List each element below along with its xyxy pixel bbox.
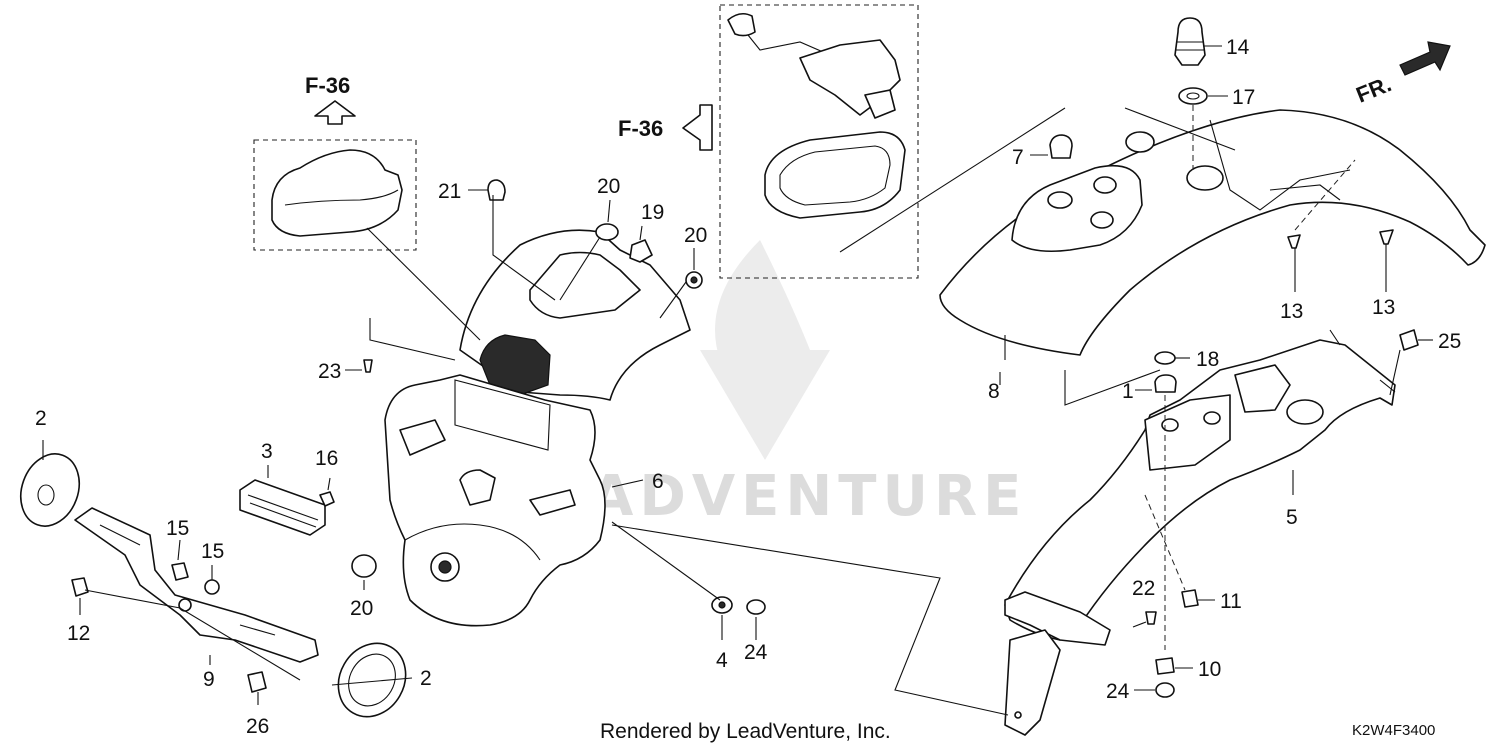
callout-ticks [42, 45, 1433, 705]
callout-4: 4 [716, 649, 728, 672]
callout-16: 16 [315, 447, 338, 470]
callout-21: 21 [438, 180, 461, 203]
callout-24-left: 24 [744, 641, 768, 664]
seat-reference-box [253, 139, 417, 251]
right-round-reflector [337, 642, 407, 718]
callout-11: 11 [1220, 590, 1242, 613]
callout-12: 12 [67, 622, 90, 645]
rear-fender-group [939, 109, 1486, 360]
callout-5: 5 [1286, 506, 1298, 529]
callout-15-right: 15 [201, 540, 224, 563]
front-direction-label: FR. [1353, 71, 1395, 107]
tool-tray [764, 131, 906, 219]
rear-fender [939, 109, 1486, 356]
callout-23: 23 [318, 360, 341, 383]
reflector-bracket-group [74, 507, 319, 663]
left-round-reflector [20, 453, 80, 527]
callout-2-left: 2 [35, 407, 47, 430]
license-holder-group [384, 229, 691, 627]
callout-22: 22 [1132, 577, 1155, 600]
diagram-code: K2W4F3400 [1352, 722, 1435, 739]
callout-20-bottom: 20 [350, 597, 373, 620]
rear-frame [1004, 339, 1396, 641]
callout-18: 18 [1196, 348, 1219, 371]
up-arrow-icon [314, 100, 356, 125]
callout-7: 7 [1012, 146, 1024, 169]
callout-26: 26 [246, 715, 269, 738]
reflector-bracket [74, 507, 319, 663]
callout-13-left: 13 [1280, 300, 1303, 323]
callout-19: 19 [641, 201, 664, 224]
callout-2-right: 2 [420, 667, 432, 690]
callout-3: 3 [261, 440, 273, 463]
round-reflectors [20, 453, 407, 718]
callout-numbers: 1 2 2 3 4 5 6 7 8 9 10 11 12 13 13 14 15… [35, 36, 1461, 738]
watermark-logo: ADVENTURE [590, 240, 1027, 529]
leader-lines [84, 105, 1401, 716]
callout-24-right: 24 [1106, 680, 1130, 703]
fasteners [71, 17, 1419, 698]
callout-9: 9 [203, 668, 215, 691]
front-direction-indicator: FR. [1353, 41, 1451, 108]
front-arrow-icon [1399, 41, 1451, 76]
footer-credit: Rendered by LeadVenture, Inc. [600, 720, 891, 743]
callout-6: 6 [652, 470, 664, 493]
tray-reference-group: F-36 [618, 4, 919, 279]
callout-8: 8 [988, 380, 1000, 403]
callout-15-left: 15 [166, 517, 189, 540]
ref-label-top: F-36 [305, 73, 350, 98]
callout-10: 10 [1198, 658, 1221, 681]
callout-25: 25 [1438, 330, 1461, 353]
callout-13-right: 13 [1372, 296, 1395, 319]
ref-label-side: F-36 [618, 116, 663, 141]
callout-14: 14 [1226, 36, 1250, 59]
callout-20-top: 20 [597, 175, 620, 198]
watermark-text: ADVENTURE [590, 464, 1027, 529]
left-arrow-icon [682, 104, 713, 151]
callout-1: 1 [1122, 380, 1134, 403]
rear-frame-group [1004, 329, 1396, 736]
tray-reference-box [719, 4, 919, 279]
reflector-group [239, 479, 326, 536]
callout-17: 17 [1232, 86, 1255, 109]
seat-part [271, 149, 403, 237]
seat-reference-group: F-36 [253, 73, 417, 251]
callout-20-right: 20 [684, 224, 707, 247]
